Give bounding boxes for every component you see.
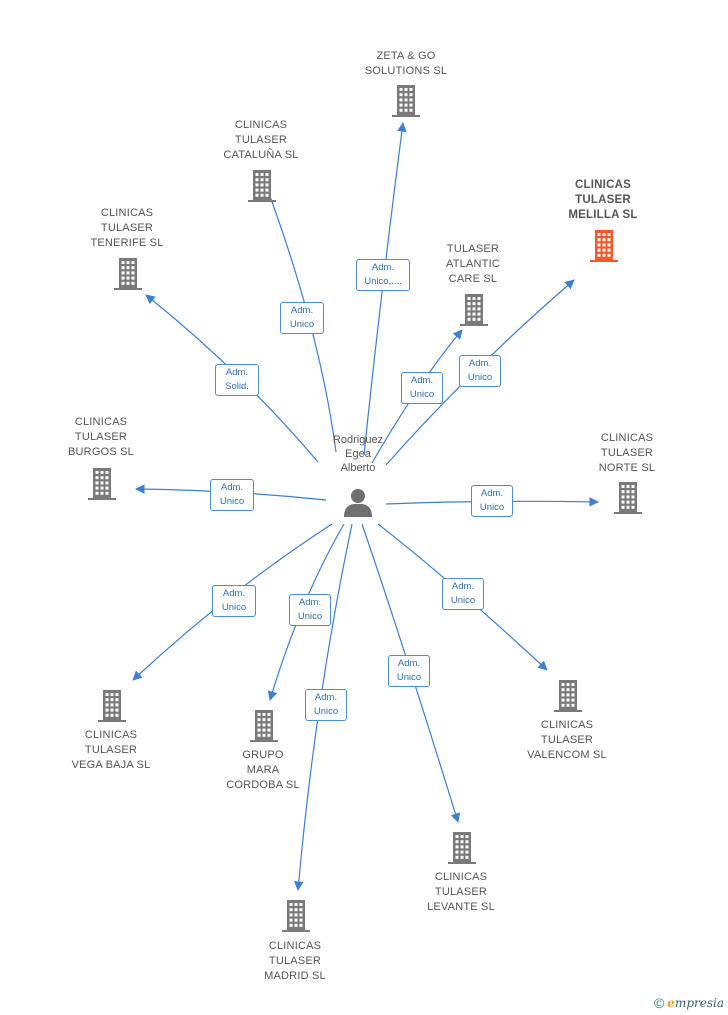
company-name-burgos[interactable]: CLINICAS TULASER BURGOS SL — [68, 416, 134, 458]
edge-label-burgos[interactable]: Adm. Unico — [210, 479, 254, 511]
building-icon-burgos[interactable] — [88, 468, 116, 500]
edge-label-atlantic[interactable]: Adm. Unico — [401, 372, 443, 404]
edge-label-vegabaja[interactable]: Adm. Unico — [212, 585, 256, 617]
building-icon-cataluna[interactable] — [248, 170, 276, 202]
company-name-levante[interactable]: CLINICAS TULASER LEVANTE SL — [427, 871, 495, 913]
copyright-icon: © — [653, 995, 665, 1011]
building-icon-madrid[interactable] — [282, 900, 310, 932]
company-name-vegabaja[interactable]: CLINICAS TULASER VEGA BAJA SL — [71, 729, 151, 771]
building-icon-levante[interactable] — [448, 832, 476, 864]
building-icon-zeta[interactable] — [392, 85, 420, 117]
person-name[interactable]: Rodriguez Egea Alberto — [332, 434, 384, 474]
edge-label-zeta[interactable]: Adm. Unico,.... — [356, 259, 410, 291]
edge-label-madrid[interactable]: Adm. Unico — [305, 689, 347, 721]
company-name-mara[interactable]: GRUPO MARA CORDOBA SL — [226, 749, 300, 791]
edge-label-mara[interactable]: Adm. Unico — [289, 594, 331, 626]
edge-label-norte[interactable]: Adm. Unico — [471, 485, 513, 517]
company-name-norte[interactable]: CLINICAS TULASER NORTE SL — [598, 432, 656, 474]
building-icon-atlantic[interactable] — [460, 294, 488, 326]
edge-zeta — [363, 122, 407, 456]
company-name-melilla[interactable]: CLINICAS TULASER MELILLA SL — [568, 179, 638, 221]
person-icon[interactable] — [344, 489, 372, 517]
edge-label-tenerife[interactable]: Adm. Solid. — [215, 364, 259, 396]
edge-label-levante[interactable]: Adm. Unico — [388, 655, 430, 687]
company-name-valencom[interactable]: CLINICAS TULASER VALENCOM SL — [527, 719, 607, 761]
building-icon-valencom[interactable] — [554, 680, 582, 712]
edge-label-valencom[interactable]: Adm. Unico — [442, 578, 484, 610]
building-icon-norte[interactable] — [614, 482, 642, 514]
edge-label-cataluna[interactable]: Adm. Unico — [280, 302, 324, 334]
company-name-madrid[interactable]: CLINICAS TULASER MADRID SL — [264, 940, 326, 982]
building-icon-tenerife[interactable] — [114, 258, 142, 290]
company-name-tenerife[interactable]: CLINICAS TULASER TENERIFE SL — [90, 207, 164, 249]
footer-brand: © empresia — [654, 995, 724, 1011]
brand-logo: empresia — [667, 996, 724, 1010]
building-icon-mara[interactable] — [250, 710, 278, 742]
edge-label-melilla[interactable]: Adm. Unico — [459, 355, 501, 387]
company-name-atlantic[interactable]: TULASER ATLANTIC CARE SL — [446, 243, 500, 285]
building-icon-vegabaja[interactable] — [98, 690, 126, 722]
company-name-cataluna[interactable]: CLINICAS TULASER CATALUÑA SL — [223, 119, 299, 161]
company-name-zeta[interactable]: ZETA & GO SOLUTIONS SL — [364, 50, 448, 77]
building-icon-melilla[interactable] — [590, 230, 618, 262]
